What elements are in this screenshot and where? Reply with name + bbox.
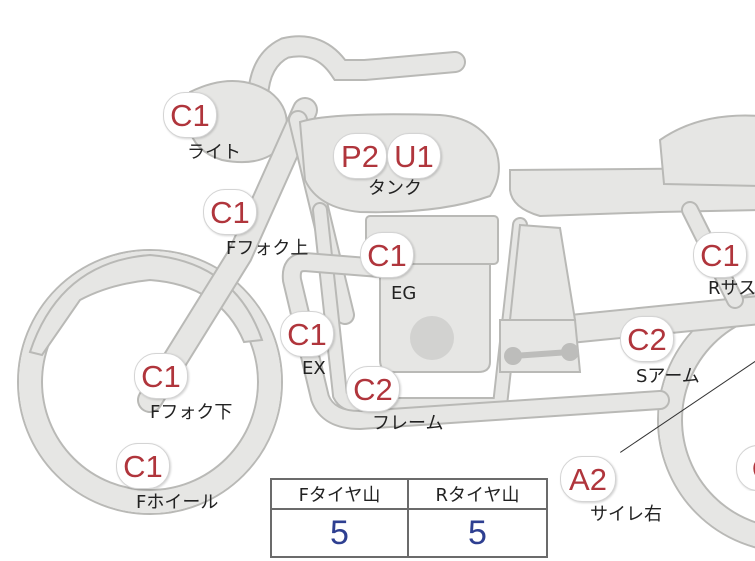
rear-cowl bbox=[658, 114, 755, 187]
front-fender bbox=[28, 253, 264, 357]
grade-code: C2 bbox=[627, 321, 667, 357]
part-label-engine: EG bbox=[391, 283, 417, 304]
part-label-light: ライト bbox=[187, 142, 241, 163]
part-label-rsus: Rサス bbox=[708, 280, 755, 298]
rear-tire bbox=[657, 291, 755, 549]
grade-badge-engine: C1 bbox=[360, 232, 414, 278]
grade-badge-ffork-lower: C1 bbox=[134, 353, 188, 399]
grade-badge-swingarm: C2 bbox=[620, 316, 674, 362]
part-label-ffork-upper: Fフォク上 bbox=[226, 238, 309, 259]
handlebar bbox=[249, 37, 464, 105]
grade-code: C1 bbox=[170, 97, 210, 133]
grade-badge-tank-u1: U1 bbox=[387, 133, 441, 179]
grade-code: C1 bbox=[367, 237, 407, 273]
grade-badge-frame: C2 bbox=[346, 366, 400, 412]
part-label-tank: タンク bbox=[368, 178, 422, 199]
grade-code: C1 bbox=[700, 237, 740, 273]
grade-badge-muffler-r: A2 bbox=[560, 456, 616, 502]
tire-tread-table: Fタイヤ山 Rタイヤ山 5 5 bbox=[270, 478, 548, 558]
footpeg bbox=[510, 349, 573, 359]
grade-code: C1 bbox=[210, 194, 250, 230]
grade-code: C1 bbox=[141, 358, 181, 394]
part-label-muffler-r: サイレ右 bbox=[590, 504, 662, 525]
part-label-exhaust: EX bbox=[302, 358, 326, 379]
grade-badge-rwheel: C bbox=[736, 445, 755, 491]
grade-code: A2 bbox=[569, 461, 607, 497]
grade-badge-ffork-upper: C1 bbox=[203, 189, 257, 235]
rear-tread-value: 5 bbox=[468, 513, 487, 552]
grade-code: C2 bbox=[353, 371, 393, 407]
grade-badge-light: C1 bbox=[163, 92, 217, 138]
front-tread-value: 5 bbox=[272, 510, 409, 556]
grade-code: C1 bbox=[287, 316, 327, 352]
part-label-ffork-lower: Fフォク下 bbox=[150, 402, 233, 423]
part-label-swingarm: Sアーム bbox=[636, 366, 700, 387]
grade-code: U1 bbox=[394, 138, 434, 174]
front-tread-header: Fタイヤ山 bbox=[272, 480, 409, 510]
grade-code: C bbox=[752, 453, 755, 484]
front-tire bbox=[17, 249, 283, 515]
rwheel-badge-clip: C bbox=[732, 443, 755, 491]
grade-badge-fwheel: C1 bbox=[116, 443, 170, 489]
front-fork bbox=[139, 99, 316, 411]
grade-badge-rsus: C1 bbox=[693, 232, 747, 278]
part-label-frame: フレーム bbox=[372, 413, 444, 434]
grade-badge-exhaust: C1 bbox=[280, 311, 334, 357]
grade-badge-tank-p2: P2 bbox=[333, 133, 387, 179]
part-label-fwheel: Fホイール bbox=[136, 492, 219, 513]
grade-code: P2 bbox=[341, 138, 379, 174]
rear-tread-header: Rタイヤ山 bbox=[409, 480, 546, 510]
grade-code: C1 bbox=[123, 448, 163, 484]
engine-cover bbox=[410, 316, 454, 360]
